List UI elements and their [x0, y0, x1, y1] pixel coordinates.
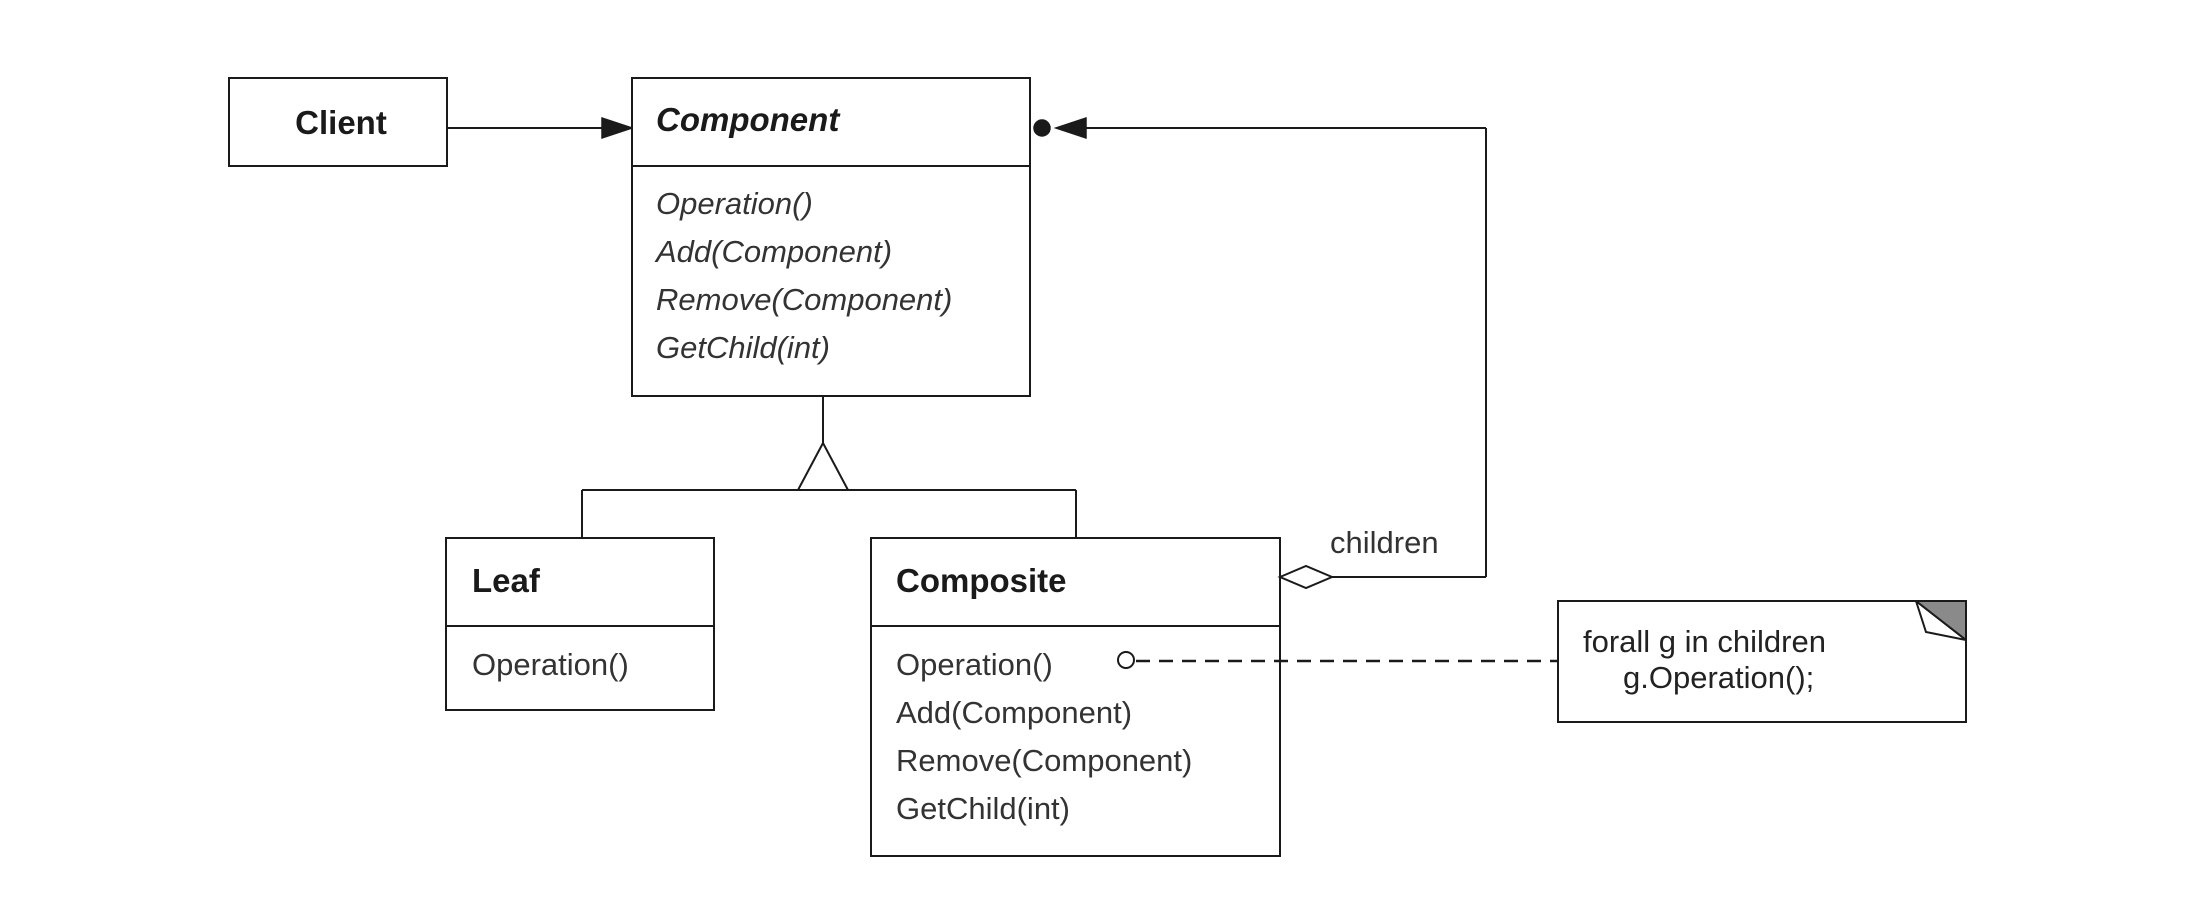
multiplicity-dot	[1033, 119, 1051, 137]
note-line: forall g in children	[1583, 624, 1826, 659]
leaf-class-name: Leaf	[472, 562, 541, 599]
leaf-operation: Operation()	[472, 647, 629, 682]
association-arrowhead	[601, 116, 635, 140]
component-class-name: Component	[656, 101, 841, 138]
note-anchor-circle	[1117, 651, 1135, 669]
composite-operation: Remove(Component)	[896, 743, 1192, 778]
inheritance-connector	[581, 396, 1077, 538]
component-class: Component Operation() Add(Component) Rem…	[631, 77, 1031, 397]
children-aggregation: children	[1033, 116, 1487, 590]
generalization-triangle	[796, 440, 850, 491]
component-operation: Add(Component)	[654, 234, 892, 269]
aggregation-diamond	[1277, 564, 1335, 590]
composite-operation: Add(Component)	[896, 695, 1132, 730]
operation-note: forall g in children g.Operation();	[1557, 600, 1967, 723]
note-fold-shade	[1913, 600, 1967, 643]
composite-operation: GetChild(int)	[896, 791, 1070, 826]
composite-class-name: Composite	[896, 562, 1067, 599]
children-label: children	[1330, 525, 1439, 560]
leaf-class: Leaf Operation()	[445, 537, 715, 711]
component-operation: GetChild(int)	[656, 330, 830, 365]
note-line: g.Operation();	[1623, 660, 1814, 695]
client-component-association	[447, 116, 635, 140]
composite-operation: Operation()	[896, 647, 1053, 682]
composite-class: Composite Operation() Add(Component) Rem…	[870, 537, 1281, 857]
aggregation-arrowhead	[1053, 116, 1087, 140]
component-operation: Remove(Component)	[656, 282, 952, 317]
client-class: Client	[228, 77, 448, 167]
note-link	[1117, 651, 1558, 669]
client-class-name: Client	[295, 104, 387, 141]
component-operation: Operation()	[656, 186, 813, 221]
